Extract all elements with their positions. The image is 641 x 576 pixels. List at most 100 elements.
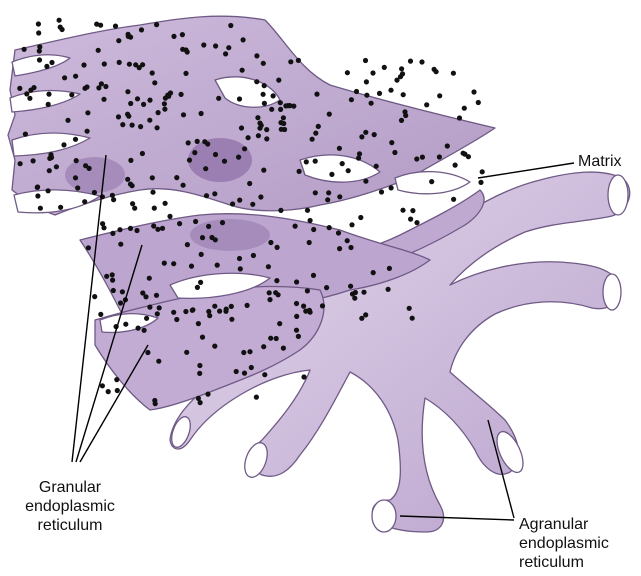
ribosome-dot xyxy=(258,194,263,199)
ribosome-dot xyxy=(262,101,267,106)
agranular-label-line-1: Agranular xyxy=(519,515,609,534)
ribosome-dot xyxy=(268,240,273,245)
ribosome-dot xyxy=(145,350,150,355)
ribosome-dot xyxy=(83,163,88,168)
ribosome-dot xyxy=(162,107,167,112)
ribosome-dot xyxy=(223,309,228,314)
ribosome-dot xyxy=(157,305,162,310)
ribosome-dot xyxy=(110,193,115,198)
ribosome-dot xyxy=(304,159,309,164)
cisterna-shadow xyxy=(65,157,125,193)
ribosome-dot xyxy=(451,71,456,76)
ribosome-dot xyxy=(114,377,119,382)
ribosome-dot xyxy=(340,161,345,166)
ribosome-dot xyxy=(203,166,208,171)
ribosome-dot xyxy=(130,201,135,206)
ribosome-dot xyxy=(242,371,247,376)
ribosome-dot xyxy=(255,115,260,120)
ribosome-dot xyxy=(457,115,462,120)
ribosome-dot xyxy=(278,208,283,213)
ribosome-dot xyxy=(151,223,156,228)
ribosome-dot xyxy=(57,18,62,23)
ribosome-dot xyxy=(261,92,266,97)
agranular-label-line-2: endoplasmic xyxy=(519,534,609,553)
ribosome-dot xyxy=(111,288,116,293)
ribosome-dot xyxy=(125,112,130,117)
ribosome-dot xyxy=(251,253,256,258)
ribosome-dot xyxy=(278,107,283,112)
ribosome-dot xyxy=(445,143,450,148)
ribosome-dot xyxy=(132,206,137,211)
ribosome-dot xyxy=(327,112,332,117)
ribosome-dot xyxy=(199,111,204,116)
ribosome-dot xyxy=(180,47,185,52)
ribosome-dot xyxy=(171,261,176,266)
ribosome-dot xyxy=(308,218,313,223)
ribosome-dot xyxy=(387,266,392,271)
ribosome-dot xyxy=(100,221,105,226)
ribosome-dot xyxy=(349,222,354,227)
ribosome-dot xyxy=(408,59,413,64)
ribosome-dot xyxy=(389,140,394,145)
tube-opening xyxy=(372,500,396,532)
ribosome-dot xyxy=(65,118,70,123)
ribosome-dot xyxy=(113,24,118,29)
ribosome-dot xyxy=(369,101,374,106)
ribosome-dot xyxy=(222,159,227,164)
ribosome-dot xyxy=(85,110,90,115)
ribosome-dot xyxy=(193,219,198,224)
ribosome-dot xyxy=(179,92,184,97)
ribosome-dot xyxy=(434,69,439,74)
ribosome-dot xyxy=(461,151,466,156)
ribosome-dot xyxy=(47,168,52,173)
ribosome-dot xyxy=(96,48,101,53)
ribosome-dot xyxy=(147,98,152,103)
ribosome-dot xyxy=(429,179,434,184)
ribosome-dot xyxy=(279,127,284,132)
ribosome-dot xyxy=(198,400,203,405)
ribosome-dot xyxy=(305,208,310,213)
ribosome-dot xyxy=(229,304,234,309)
ribosome-dot xyxy=(371,270,376,275)
ribosome-dot xyxy=(73,137,78,142)
ribosome-dot xyxy=(168,90,173,95)
ribosome-dot xyxy=(213,152,218,157)
ribosome-dot xyxy=(254,79,259,84)
ribosome-dot xyxy=(37,44,42,49)
ribosome-dot xyxy=(294,279,299,284)
ribosome-dot xyxy=(141,102,146,107)
ribosome-dot xyxy=(183,71,188,76)
ribosome-dot xyxy=(104,274,109,279)
ribosome-dot xyxy=(187,158,192,163)
ribosome-dot xyxy=(85,129,90,134)
ribosome-dot xyxy=(206,224,211,229)
ribosome-dot xyxy=(311,273,316,278)
ribosome-dot xyxy=(35,193,40,198)
ribosome-dot xyxy=(238,266,243,271)
ribosome-dot xyxy=(195,139,200,144)
ribosome-dot xyxy=(152,206,157,211)
ribosome-dot xyxy=(261,61,266,66)
ribosome-dot xyxy=(254,53,259,58)
ribosome-dot xyxy=(181,112,186,117)
ribosome-dot xyxy=(356,156,361,161)
ribosome-dot xyxy=(110,231,115,236)
ribosome-dot xyxy=(147,276,152,281)
granular-label-line-1: Granular xyxy=(10,478,130,497)
ribosome-dot xyxy=(38,206,43,211)
ribosome-dot xyxy=(212,304,217,309)
ribosome-dot xyxy=(348,245,353,250)
ribosome-dot xyxy=(277,321,282,326)
ribosome-dot xyxy=(101,97,106,102)
ribosome-dot xyxy=(241,350,246,355)
ribosome-dot xyxy=(293,224,298,229)
ribosome-dot xyxy=(247,349,252,354)
ribosome-dot xyxy=(110,278,115,283)
ribosome-dot xyxy=(213,43,218,48)
ribosome-dot xyxy=(424,102,429,107)
ribosome-dot xyxy=(162,101,167,106)
ribosome-dot xyxy=(156,110,161,115)
ribosome-dot xyxy=(139,27,144,32)
ribosome-dot xyxy=(267,290,272,295)
ribosome-dot xyxy=(275,245,280,250)
